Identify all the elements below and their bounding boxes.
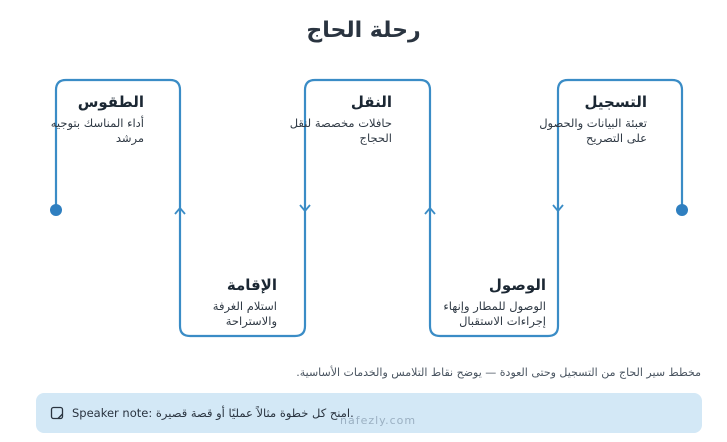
step-arrival: الوصول الوصول للمطار وإنهاء إجراءات الاس… — [426, 275, 546, 329]
arrow-up-icon — [424, 206, 436, 215]
step-title: الوصول — [488, 276, 546, 294]
diagram-caption: مخطط سير الحاج من التسجيل وحتى العودة — … — [296, 366, 701, 379]
arrow-down-icon — [552, 204, 564, 213]
end-dot — [50, 204, 62, 216]
note-icon — [50, 406, 64, 420]
step-description: حافلات مخصصة لنقل الحجاج — [289, 116, 392, 145]
speaker-note: Speaker note: امنح كل خطوة مثالاً عمليًا… — [36, 393, 702, 433]
step-accommodation: الإقامة استلام الغرفة والاستراحة — [167, 275, 277, 329]
speaker-note-text: Speaker note: امنح كل خطوة مثالاً عمليًا… — [72, 406, 354, 420]
step-title: التسجيل — [584, 93, 647, 111]
step-title: النقل — [350, 93, 392, 111]
step-title: الإقامة — [226, 276, 277, 294]
step-description: أداء المناسك بتوجيه مرشد — [50, 116, 144, 145]
step-transport: النقل حافلات مخصصة لنقل الحجاج — [282, 92, 392, 146]
arrow-up-icon — [174, 206, 186, 215]
step-description: الوصول للمطار وإنهاء إجراءات الاستقبال — [443, 299, 546, 328]
step-description: تعبئة البيانات والحصول على التصريح — [539, 116, 647, 145]
step-description: استلام الغرفة والاستراحة — [212, 299, 277, 328]
step-registration: التسجيل تعبئة البيانات والحصول على التصر… — [529, 92, 647, 146]
step-rituals: الطقوس أداء المناسك بتوجيه مرشد — [34, 92, 144, 146]
step-title: الطقوس — [77, 93, 144, 111]
start-dot — [676, 204, 688, 216]
arrow-down-icon — [299, 204, 311, 213]
diagram-title: رحلة الحاج — [306, 18, 421, 43]
watermark: nafezly.com — [340, 414, 417, 427]
flow-path — [54, 78, 684, 338]
